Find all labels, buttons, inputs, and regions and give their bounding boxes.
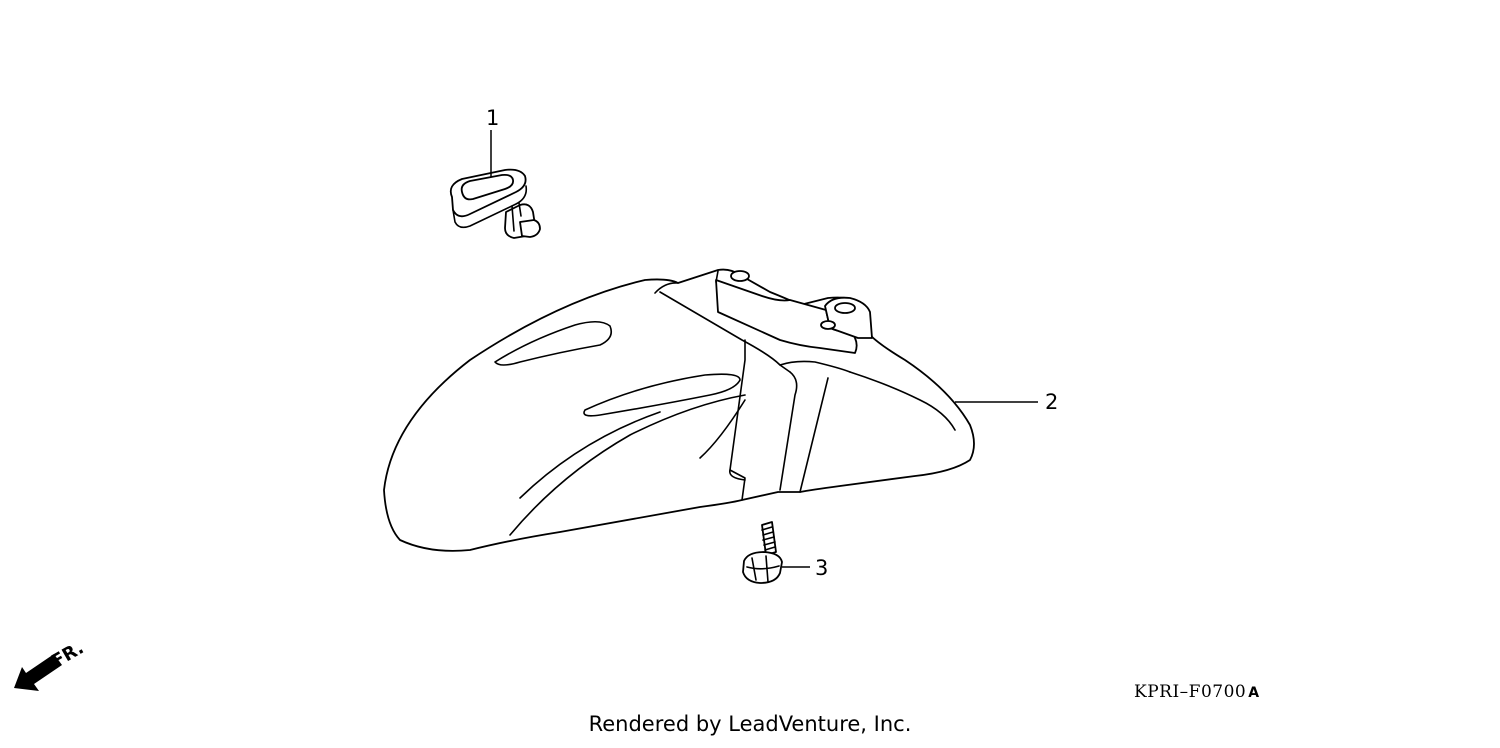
diagram-code-main: KPRI–F0700 <box>1134 682 1247 702</box>
footer-credit: Rendered by LeadVenture, Inc. <box>588 712 912 736</box>
front-fender-part <box>383 268 975 552</box>
flange-bolt-part <box>742 521 783 584</box>
grommet-part <box>449 168 541 239</box>
front-direction-indicator: FR. <box>14 637 87 691</box>
callout-2: 2 <box>1045 390 1058 414</box>
callout-1: 1 <box>486 106 499 130</box>
front-direction-arrow-icon <box>14 654 62 691</box>
diagram-code-suffix: A <box>1248 685 1260 701</box>
callout-3: 3 <box>815 556 828 580</box>
